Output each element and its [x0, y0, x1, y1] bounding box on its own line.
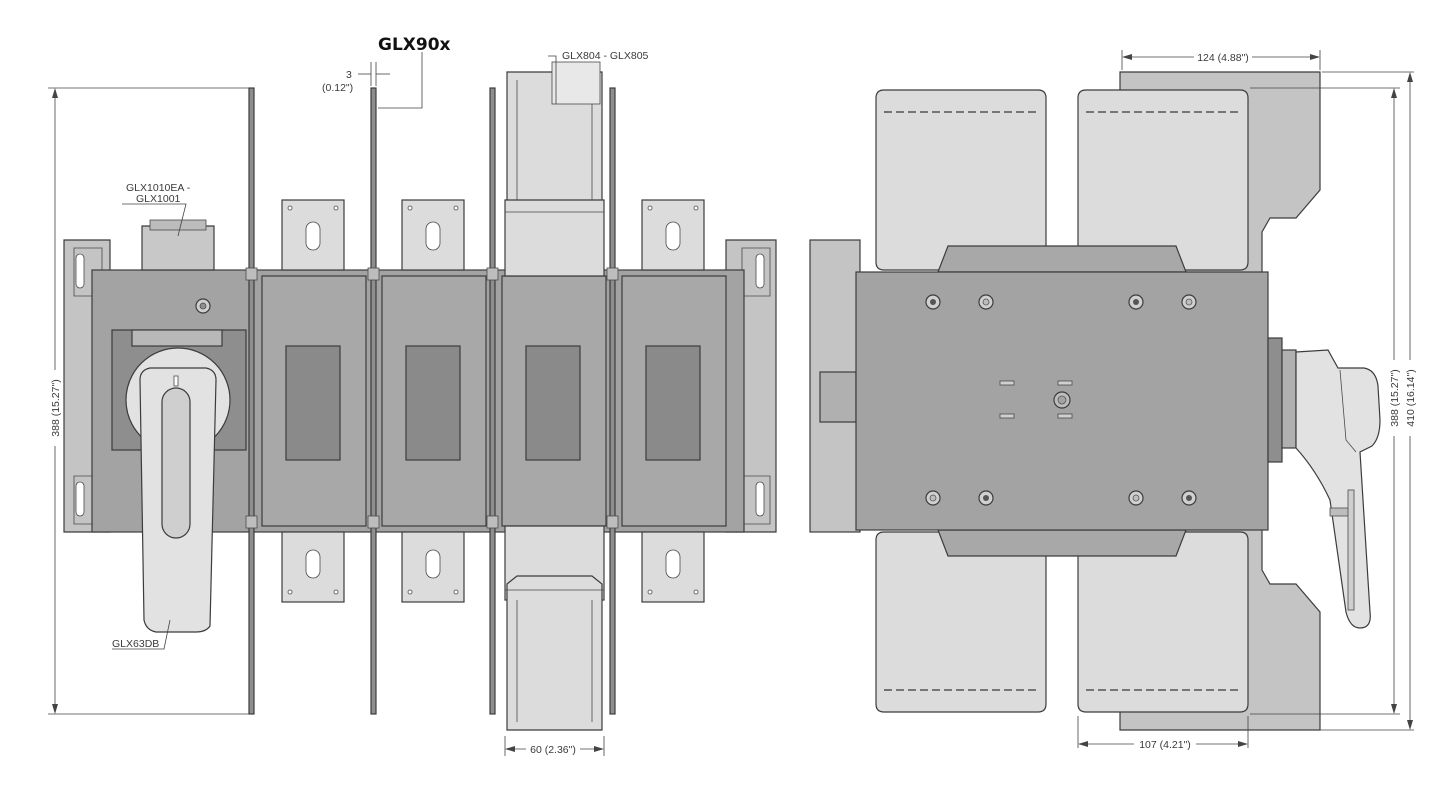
body-screws	[925, 294, 1197, 506]
side-outer-height-dimension: 410 (16.14")	[1405, 369, 1417, 426]
side-view	[809, 71, 1381, 731]
terminal-hole	[425, 221, 441, 251]
terminal-hole	[305, 549, 321, 579]
shaft-thickness-value: 3	[346, 69, 352, 81]
pole-window	[525, 345, 581, 461]
phase-barriers	[245, 87, 619, 715]
terminal-hole	[665, 221, 681, 251]
shaft-thickness-inch: (0.12")	[322, 82, 353, 94]
pole-window	[285, 345, 341, 461]
side-bottom-width-dimension: 107 (4.21")	[1139, 739, 1191, 751]
slot-hole	[755, 253, 765, 289]
pole-modules	[261, 275, 727, 527]
side-top-width-dimension: 124 (4.88")	[1197, 52, 1249, 64]
bottom-terminals	[281, 531, 705, 603]
handle-mechanism	[111, 298, 247, 633]
side-inner-height-dimension: 388 (15.27")	[1389, 369, 1401, 426]
terminal-cover-side	[1077, 531, 1249, 713]
terminal-cover-top	[504, 61, 605, 277]
cover-width-dimension: 60 (2.36")	[530, 744, 576, 756]
terminal-cover-side	[1077, 89, 1249, 271]
handle-label: GLX63DB	[112, 638, 159, 650]
glx90x-barrier	[370, 87, 377, 715]
terminal-cover-label: GLX804 - GLX805	[562, 50, 649, 62]
rotary-handle-side	[1295, 349, 1381, 629]
pole-window	[645, 345, 701, 461]
terminal-cover-side	[875, 531, 1047, 713]
dimension-lines	[48, 50, 1414, 756]
terminal-hole	[665, 549, 681, 579]
terminal-cover-bottom	[504, 525, 605, 731]
vent-lines	[884, 111, 1242, 691]
terminal-hole	[425, 549, 441, 579]
front-view	[63, 61, 777, 731]
front-height-dimension: 388 (15.27")	[50, 379, 62, 436]
terminal-hole	[305, 221, 321, 251]
text-labels: GLX90x 3 (0.12") GLX804 - GLX805 GLX1010…	[50, 35, 1417, 756]
top-terminals	[281, 199, 705, 271]
aux-contact-label-1: GLX1010EA -	[126, 182, 191, 194]
title-label: GLX90x	[378, 35, 451, 55]
aux-contact-label-2: GLX1001	[136, 193, 181, 205]
pole-window	[405, 345, 461, 461]
slot-hole	[75, 253, 85, 289]
auxiliary-contact-block	[141, 219, 215, 271]
side-handle	[1267, 337, 1381, 629]
slot-hole	[75, 481, 85, 517]
terminal-cover-side	[875, 89, 1047, 271]
slot-hole	[755, 481, 765, 517]
